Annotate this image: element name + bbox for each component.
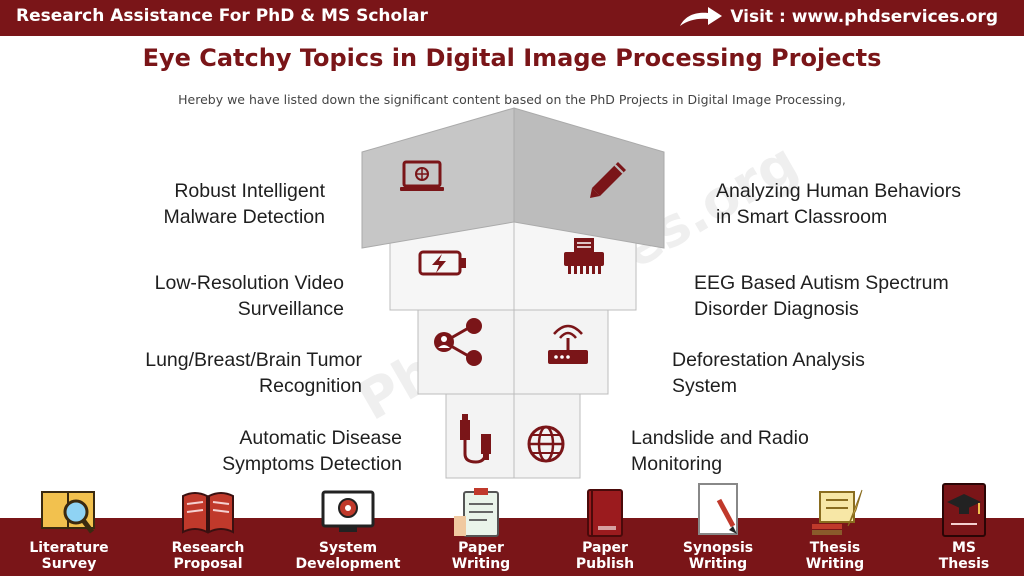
topic-landslide-radio-monitoring: Landslide and Radio Monitoring [631, 427, 809, 475]
topic-robust-malware-detection: Robust Intelligent Malware Detection [163, 180, 325, 228]
header-tagline: Research Assistance For PhD & MS Scholar [16, 6, 428, 26]
nav-system-development[interactable]: System Development [288, 482, 408, 572]
website-link[interactable]: Visit : www.phdservices.org [678, 6, 998, 28]
nav-ms-thesis[interactable]: MS Thesis [904, 482, 1024, 572]
scroll-quill-icon [812, 489, 863, 535]
topic-low-resolution-surveillance: Low-Resolution Video Surveillance [154, 272, 344, 320]
nav-research-proposal[interactable]: Research Proposal [148, 482, 268, 572]
topic-eeg-autism-diagnosis: EEG Based Autism Spectrum Disorder Diagn… [694, 272, 949, 320]
nav-paper-publish[interactable]: Paper Publish [545, 482, 665, 572]
book-magnifier-icon [41, 491, 95, 534]
share-user-icon [434, 318, 482, 366]
topic-arrow-graphic [361, 107, 665, 479]
bottom-service-bar [0, 518, 1024, 576]
open-book-icon [182, 492, 234, 534]
nav-synopsis-writing[interactable]: Synopsis Writing [658, 482, 778, 572]
topic-tumor-recognition: Lung/Breast/Brain Tumor Recognition [145, 349, 362, 397]
topic-deforestation-analysis: Deforestation Analysis System [672, 349, 865, 397]
topic-disease-symptoms-detection: Automatic Disease Symptoms Detection [222, 427, 402, 475]
shredder-icon [564, 238, 604, 274]
website-text: Visit : www.phdservices.org [730, 7, 998, 27]
battery-charging-icon [418, 250, 466, 276]
usb-cable-icon [460, 414, 491, 464]
topic-human-behaviors-classroom: Analyzing Human Behaviors in Smart Class… [716, 180, 961, 228]
nav-paper-writing[interactable]: Paper Writing [421, 482, 541, 572]
nav-literature-survey[interactable]: Literature Survey [9, 482, 129, 572]
red-book-icon [587, 489, 623, 537]
monitor-gear-icon [321, 490, 375, 532]
nav-thesis-writing[interactable]: Thesis Writing [775, 482, 895, 572]
page-subtitle: Hereby we have listed down the significa… [178, 92, 846, 107]
router-icon [548, 324, 588, 364]
page-title: Eye Catchy Topics in Digital Image Proce… [142, 44, 882, 72]
laptop-globe-icon [400, 160, 444, 191]
pencil-icon [590, 162, 626, 198]
top-banner: Research Assistance For PhD & MS Scholar… [0, 0, 1024, 36]
globe-icon [527, 425, 565, 463]
paper-pen-icon [698, 483, 738, 535]
arrow-icon [680, 7, 723, 26]
graduation-book-icon [942, 483, 986, 537]
clipboard-writing-icon [454, 488, 499, 537]
